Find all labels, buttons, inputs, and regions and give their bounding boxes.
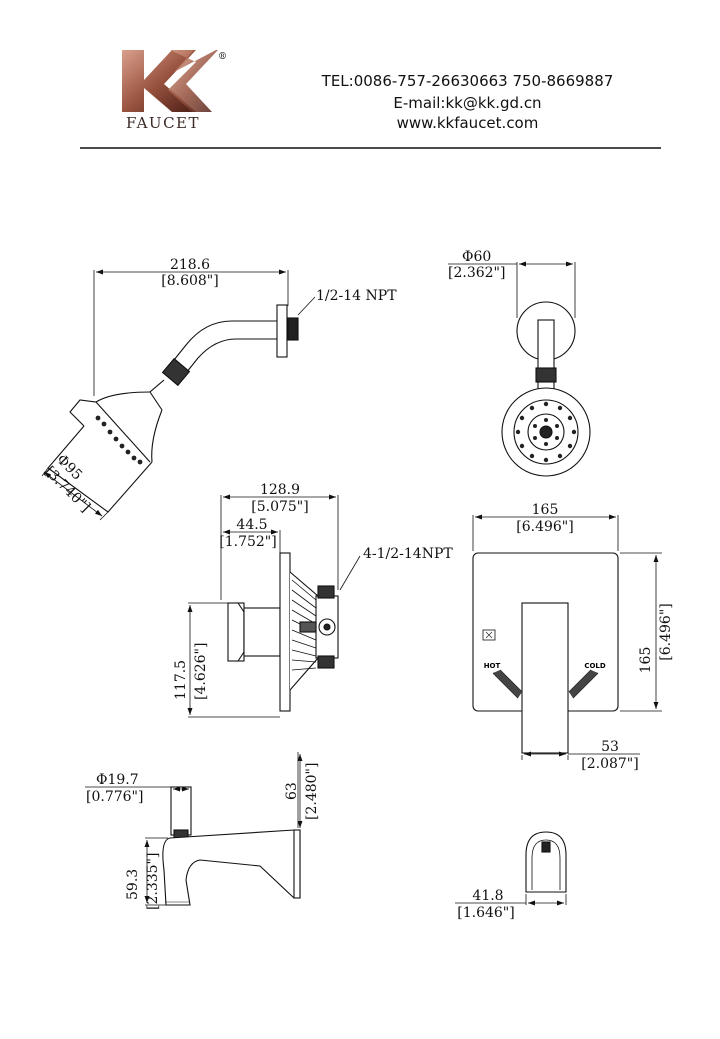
handle-width-mm: 53 (601, 739, 619, 755)
lever-handle (521, 602, 569, 754)
hot-label: HOT (484, 662, 501, 670)
arm-thread-label: 1/2-14 NPT (316, 288, 397, 304)
trim-front-view (472, 514, 662, 760)
shower-front-view (448, 261, 591, 477)
shower-width-mm: 218.6 (170, 257, 210, 273)
shower-side-view (41, 269, 316, 521)
logo-faucet-text: FAUCET (126, 114, 200, 132)
valve-depth-mm: 128.9 (260, 482, 300, 498)
trim-width-in: [6.496"] (516, 519, 573, 535)
trim-height-mm: 165 (638, 647, 654, 674)
handle-width-in: [2.087"] (581, 756, 638, 772)
cold-label: COLD (584, 662, 606, 670)
valve-height-mm: 117.5 (173, 660, 189, 700)
diverter-dia-mm: Φ19.7 (96, 772, 139, 788)
spout-width-in: [1.646"] (457, 905, 514, 921)
handle-depth-mm: 44.5 (236, 517, 267, 533)
flange-dia-in: [2.362"] (448, 265, 505, 281)
logo-k-mark (122, 50, 218, 112)
kk-logo: ® FAUCET (122, 50, 227, 132)
handle-depth-in: [1.752"] (219, 534, 276, 550)
registered-mark: ® (218, 52, 227, 62)
trim-width-mm: 165 (532, 502, 559, 518)
spout-length-mm: 63 (284, 782, 300, 800)
shower-width-in: [8.608"] (161, 273, 218, 289)
tel-line: TEL:0086-757-26630663 750-8669887 (321, 72, 614, 90)
valve-depth-in: [5.075"] (251, 499, 308, 515)
spout-height-in: [2.335"] (145, 853, 161, 910)
temp-icon (482, 629, 496, 641)
spray-nozzles (515, 401, 577, 463)
website-line: www.kkfaucet.com (396, 114, 539, 132)
spout-height-mm: 59.3 (125, 869, 141, 900)
valve-height-in: [4.626"] (193, 643, 209, 700)
email-line: E-mail:kk@kk.gd.cn (393, 94, 542, 112)
spout-side-view (85, 752, 303, 906)
spout-width-mm: 41.8 (472, 888, 503, 904)
diverter-dia-in: [0.776"] (86, 789, 143, 805)
spout-front-view (455, 831, 567, 906)
flange-dia-mm: Φ60 (462, 249, 491, 265)
valve-side-view (187, 494, 361, 718)
spout-length-in: [2.480"] (304, 763, 320, 820)
trim-height-in: [6.496"] (658, 603, 674, 660)
diverter-knob (170, 786, 192, 836)
valve-ports-label: 4-1/2-14NPT (363, 546, 453, 562)
